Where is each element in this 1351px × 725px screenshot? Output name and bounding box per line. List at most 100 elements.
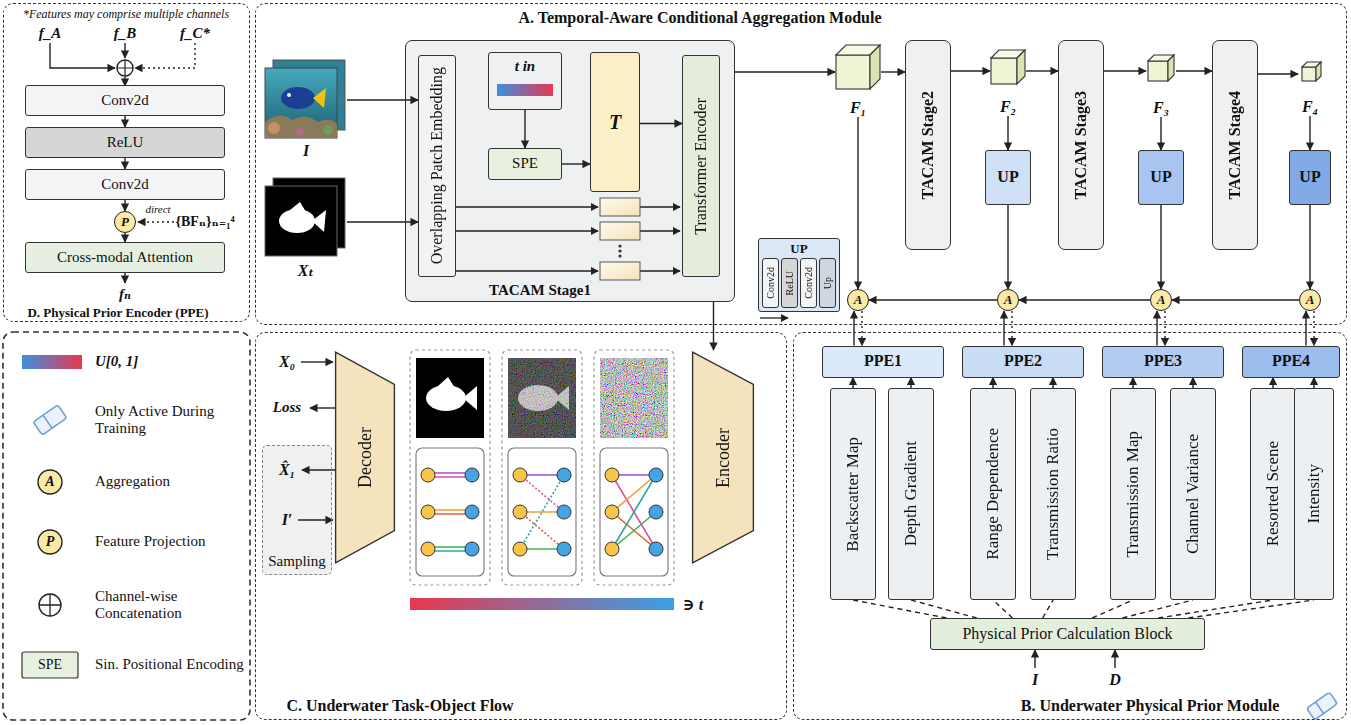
token-square [600,262,640,280]
connector [1007,116,1008,150]
label-holder: I [1032,671,1038,689]
feature-cube [1316,62,1321,81]
connector [1043,600,1053,618]
panel-title: B. Underwater Physical Prior Module [1021,697,1280,715]
matching-node [421,468,663,556]
upsample-box: UP [1138,150,1184,205]
node-text: Conv2d [803,267,815,299]
node-text: UP [997,168,1018,186]
label-holder: X₀ [279,353,295,371]
eraser-icon [1316,702,1324,713]
matching-lines [612,512,656,549]
node-text: Range Dependence [983,428,1003,560]
flow-image [416,358,668,438]
connector [1104,70,1146,71]
time-gradient [497,84,553,96]
legend-text: Feature Projection [95,533,205,550]
connector [869,299,997,300]
matching-node [557,542,571,556]
node-text: ReLU [784,271,796,295]
encoding-box: SPE [488,148,562,180]
matching-node [421,468,435,482]
symbol-letter: A [45,474,54,490]
matching-node [605,468,619,482]
legend-text: U[0, 1] [95,353,138,370]
stage-box: TACAM Stage3 [1058,40,1104,250]
node-text: Conv2d [765,267,777,299]
node-text: UP [1299,168,1320,186]
panel-frame: C. Underwater Task-Object FlowSamplingDe… [255,332,787,720]
input-label: I [1032,671,1038,689]
matching-node [605,542,619,556]
title-holder: TACAM Stage1 [489,282,591,299]
matching-lines [428,473,656,551]
panel-title: Sampling [268,553,326,570]
legend-holder: Aggregation [95,473,245,490]
prior-encoder-box: PPE4 [1242,346,1340,378]
feature-cube [991,58,1017,84]
concat-wires [135,43,195,68]
sampling-fill [262,445,332,575]
matching-node [465,505,479,519]
connector [1272,378,1273,389]
connector [861,311,862,346]
connector [347,99,418,100]
feature-cube [1302,67,1316,81]
prior-box: Depth Gradient [888,388,934,600]
prior-encoder-box: PPE2 [962,346,1084,378]
underwater-photo [296,128,304,136]
legend-encoding-sample [22,652,78,678]
feature-cube [1148,61,1168,81]
matching-node [421,542,435,556]
label-wires [1114,650,1115,668]
matching-node [605,505,619,519]
prior-encoder-box: PPE3 [1102,346,1224,378]
feature-cube [1017,50,1025,84]
node-text: Transmission Ratio [1043,428,1063,560]
connector [1026,70,1058,71]
connector [735,71,835,72]
eraser-icon [43,415,52,428]
legend-holder: U[0, 1] [95,353,245,370]
label-holder: X̂₁ [279,461,295,479]
title-holder: B. Underwater Physical Prior Module [1021,697,1280,715]
node-text: F₃ [1153,99,1169,117]
concat-wires [138,221,174,222]
legend-aggregation-sample [38,470,62,494]
flow-image [508,358,576,438]
legend-gradient-sample [22,355,82,369]
token-wires [640,230,680,231]
matching-lines [520,475,564,512]
feature-label: f_A [39,25,62,42]
label-holder: fₙ [119,286,131,303]
token-wires [640,206,680,207]
prior-box: Transmission Map [1110,388,1156,600]
connector [852,378,853,389]
eraser-icon [1307,692,1338,720]
connector [857,117,858,289]
connector [524,110,525,148]
matching-graph [416,448,484,576]
connector [992,378,993,389]
underwater-photo [313,88,326,108]
eraser-icon [33,405,67,435]
panel-title: A. Temporal-Aware Conditional Aggregatio… [518,9,881,27]
label-holder: f_B [114,25,137,42]
label-wires [1034,650,1035,668]
node-text: Intensity [1304,464,1324,524]
flow-image [600,358,668,438]
node-text: PPE4 [1272,352,1310,370]
stage-fill [405,40,735,302]
connector [1160,117,1161,150]
legend-frame [3,332,250,720]
node-text: Physical Prior Calculation Block [962,625,1172,643]
stage-box: TACAM Stage1Overlapping Patch Embeddingt… [405,40,735,302]
panel-frame: B. Underwater Physical Prior ModulePPE1P… [793,332,1347,720]
underwater-photo [268,122,280,134]
legend-holder: Sin. Positional Encoding [95,656,245,673]
label-wires [310,407,335,408]
concat-wires [50,43,115,68]
sampling-box: Sampling [262,445,332,575]
concat-symbol [117,60,133,76]
connector [1132,378,1133,389]
